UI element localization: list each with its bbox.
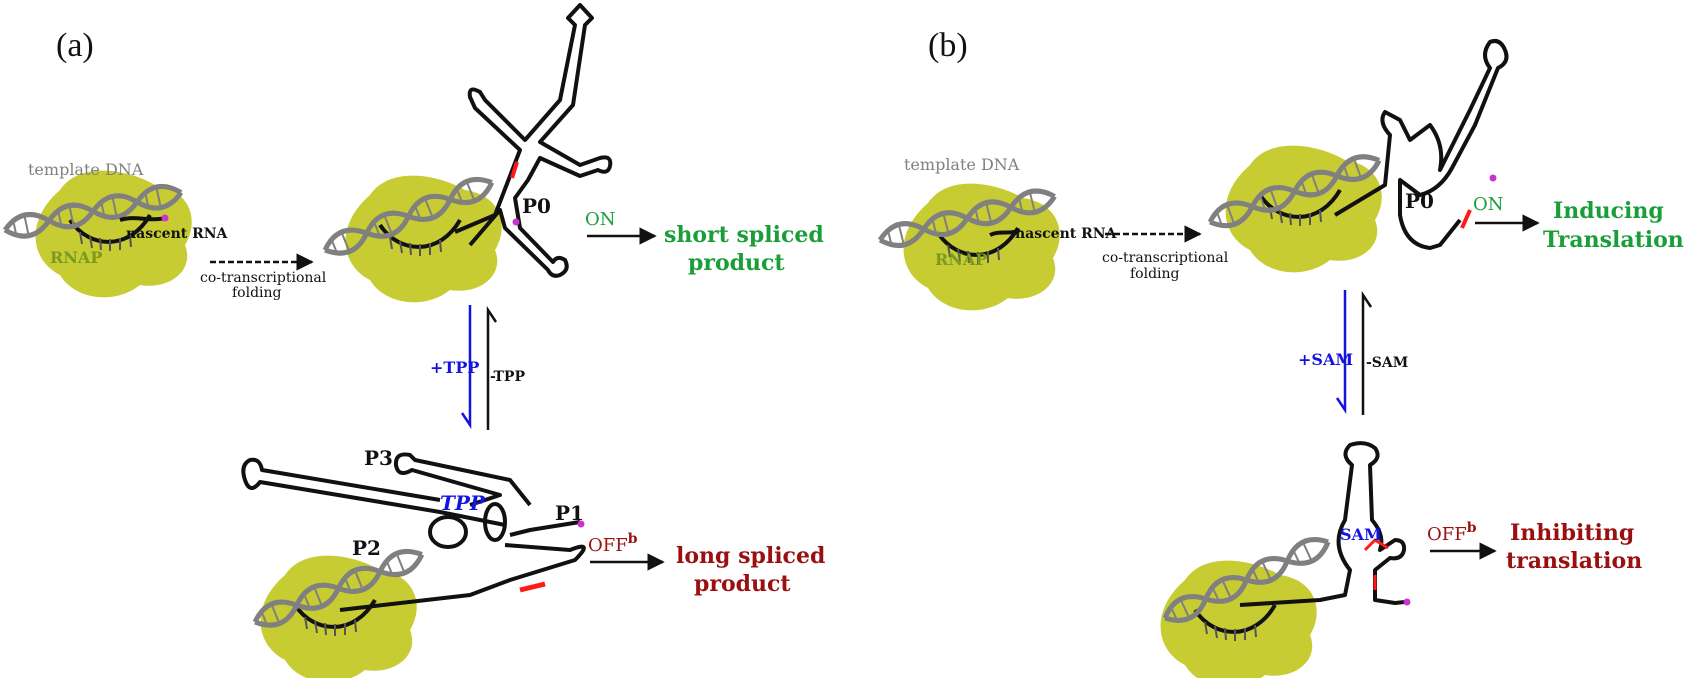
template-dna-label: template DNA [28,160,144,179]
cotrans-label-a-1: co-transcriptional [200,270,327,286]
panel-a: (a) template DNA nascent RNA RNAP co-tra… [3,3,825,678]
minus-sam-label: -SAM [1366,355,1408,371]
on-result-b-2: Translation [1543,227,1684,253]
on-result-a-2: product [688,250,785,276]
sam-bound-label: SAM [1340,525,1382,544]
panel-a-rnap-complex [3,168,194,300]
p1-label: P1 [555,501,584,525]
panel-a-label: (a) [56,27,94,64]
p2-label: P2 [352,536,381,560]
p3-label: P3 [364,446,393,470]
rna-end-dot [161,214,169,222]
cotrans-label-a-2: folding [232,285,282,301]
rnap-label: RNAP [50,248,102,267]
nascent-rna-label-b: nascent RNA [1015,226,1118,242]
off-label-a: OFFb [588,531,638,556]
off-result-a-1: long spliced [676,543,825,569]
template-dna-label-b: template DNA [904,155,1020,174]
off-result-b-1: Inhibiting [1510,520,1634,546]
rnap-label-b: RNAP [935,250,987,269]
off-result-b-2: translation [1506,548,1642,574]
panel-a-off-structure [241,452,586,678]
cotrans-label-b-1: co-transcriptional [1102,250,1229,266]
panel-b-label: (b) [928,27,968,64]
plus-tpp-label: +TPP [430,358,479,377]
off-result-a-2: product [694,571,791,597]
panel-b-on-structure [1206,39,1509,275]
p0-label-a: P0 [522,194,551,218]
panel-a-on-structure [321,3,613,305]
nascent-rna-label: nascent RNA [126,226,229,242]
panel-b: (b) template DNA nascent RNA RNAP co-tra… [877,27,1684,678]
panel-b-off-structure [1161,441,1411,678]
minus-tpp-label: -TPP [490,369,525,385]
equilibrium-arrows-b [1335,290,1373,415]
on-label-a: ON [585,209,616,230]
p0-label-b: P0 [1405,189,1434,213]
equilibrium-arrows-a [460,305,498,430]
tpp-bound-label: TPP [440,491,486,515]
off-label-b: OFFb [1427,520,1477,545]
on-result-b-1: Inducing [1553,198,1664,224]
panel-b-rnap-complex [877,181,1062,313]
on-result-a-1: short spliced [664,222,824,248]
on-label-b: ON [1473,194,1504,215]
plus-sam-label: +SAM [1298,350,1353,369]
cotrans-label-b-2: folding [1130,266,1180,282]
